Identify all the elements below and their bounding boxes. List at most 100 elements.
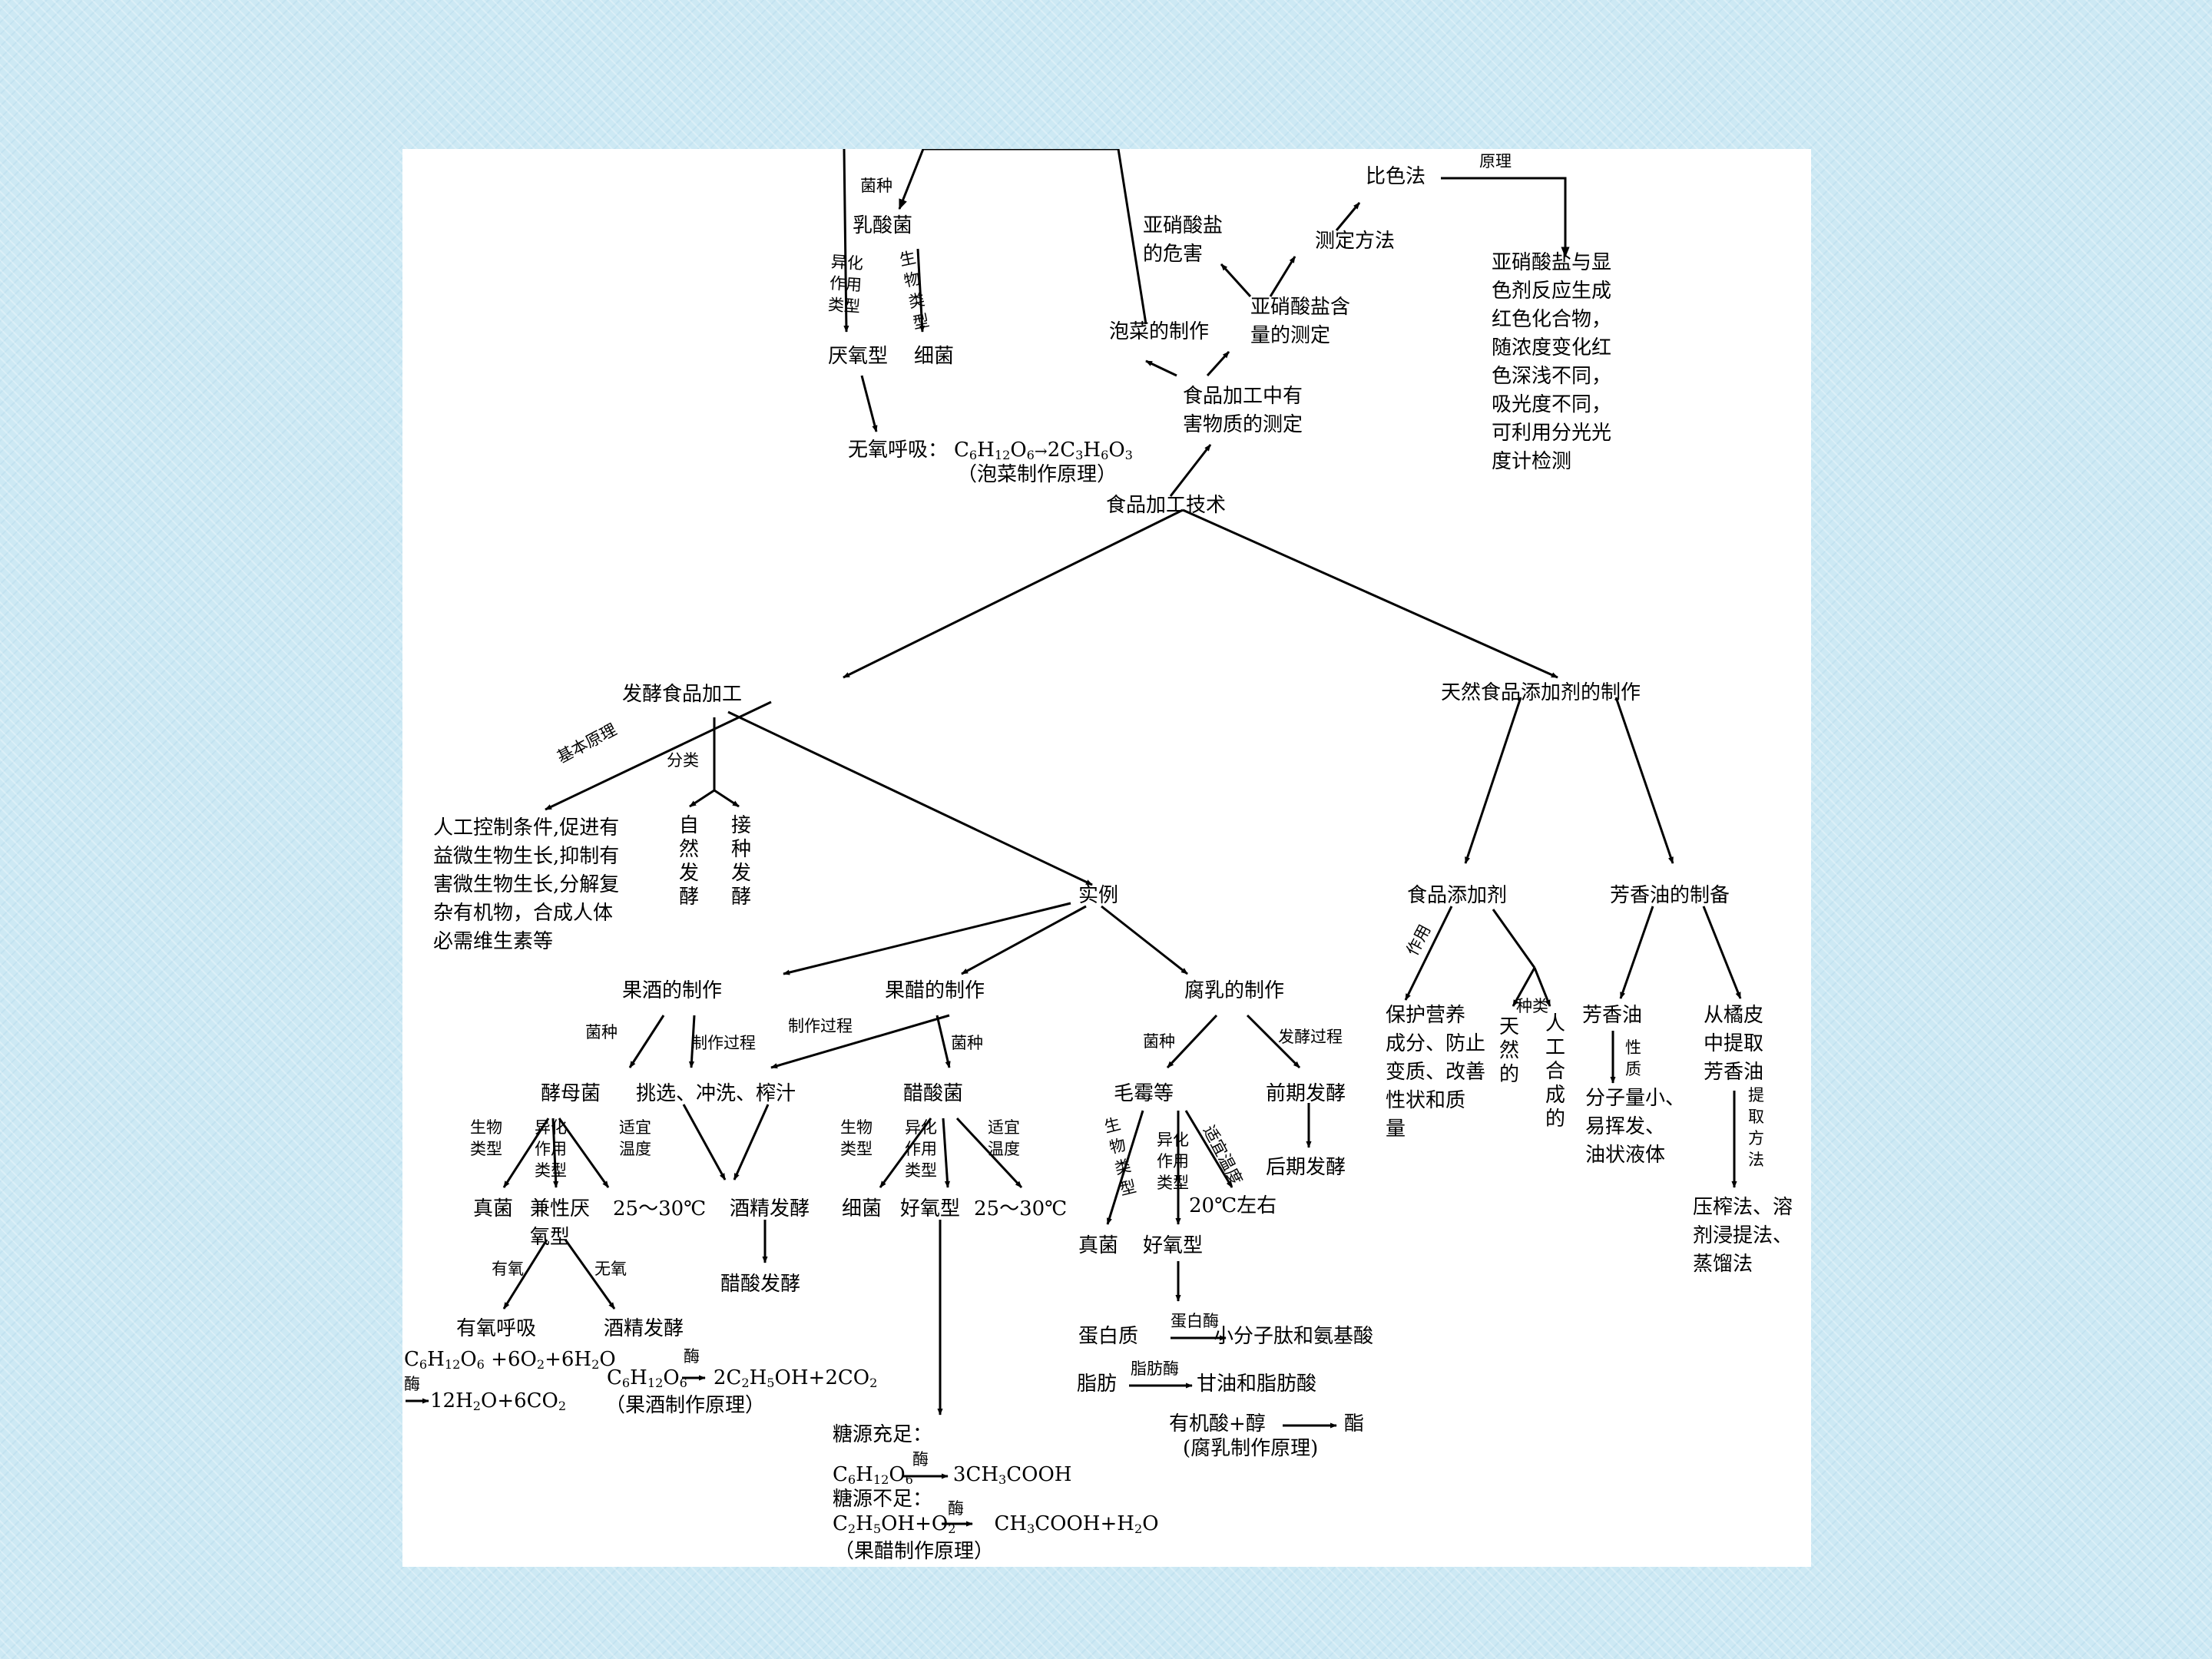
node-natural-ferment: 自 然 发 酵: [679, 814, 700, 909]
node-resp-label: 无氧呼吸：: [848, 439, 949, 462]
edge-label-kind: 种类: [1516, 997, 1548, 1015]
node-protease: 蛋白酶: [1171, 1312, 1219, 1330]
edge-label-prop: 性 质: [1625, 1038, 1641, 1078]
edge-principle: [1441, 177, 1570, 258]
edge-process-alcohol2: [733, 1104, 770, 1181]
node-nitrite-measure: 亚硝酸盐含 量的测定: [1250, 296, 1351, 347]
edge-nitrite-harm: [1220, 263, 1252, 298]
node-alcohol-ferm: 酒精发酵: [730, 1197, 810, 1220]
node-anaerobic: 厌氧型: [828, 345, 889, 368]
node-sufu-temp: 20℃左右: [1189, 1194, 1277, 1217]
node-sugar-short: 糖源不足：: [833, 1488, 933, 1511]
edge-kind-natural: [1512, 967, 1536, 1007]
edge-mucor-temp: [1184, 1110, 1233, 1188]
edge-wine-yeast: [628, 1015, 665, 1068]
edge-ferment-examples: [727, 710, 1093, 886]
node-protein: 蛋白质: [1078, 1325, 1139, 1348]
node-post-ferm: 后期发酵: [1266, 1156, 1346, 1179]
node-inoc-ferment: 接 种 发 酵: [731, 814, 752, 909]
edge-sufu-mucor: [1166, 1014, 1218, 1069]
node-acetobacter: 醋酸菌: [903, 1082, 964, 1105]
node-lipase: 脂肪酶: [1131, 1359, 1179, 1378]
node-ester: 酯: [1344, 1412, 1365, 1435]
node-wine: 果酒的制作: [622, 979, 723, 1002]
node-artificial-add: 人 工 合 成 的: [1545, 1012, 1566, 1131]
node-vinegar-note: （果醋制作原理）: [834, 1540, 995, 1563]
node-aerobic-resp: 有氧呼吸: [456, 1317, 537, 1340]
edge-ex-vinegar: [961, 905, 1087, 975]
node-strain-label: 菌种: [860, 177, 892, 195]
edge-aroma-oil: [1619, 906, 1654, 999]
edge-yeast-facult: [551, 1118, 559, 1188]
node-pre-ferm: 前期发酵: [1266, 1082, 1346, 1105]
edge-label-wine-process: 制作过程: [691, 1034, 756, 1052]
edge-label-wine-strain: 菌种: [585, 1023, 618, 1041]
edge-aroma-extract: [1702, 906, 1742, 999]
node-yeast: 酵母菌: [541, 1082, 601, 1105]
edge-process-alcohol: [682, 1104, 727, 1181]
edge-facult-anaer: [564, 1239, 616, 1310]
edge-title-nitrite: [1206, 350, 1230, 377]
node-wine-enzyme2: 酶: [684, 1347, 700, 1366]
node-resp-formula: C6H12O6→2C3H6O3: [954, 439, 1133, 463]
edge-yeast-temp: [558, 1118, 610, 1188]
node-resp-note: （泡菜制作原理）: [957, 463, 1118, 486]
node-peptide: 小分子肽和氨基酸: [1214, 1325, 1374, 1348]
edge-class-inoc: [714, 789, 740, 808]
edge-additive-food: [1464, 697, 1522, 864]
node-sugar-enough: 糖源充足：: [833, 1423, 933, 1446]
node-natural-add: 天 然 的: [1499, 1015, 1520, 1086]
edge-food-kind: [1492, 909, 1536, 969]
node-wine-f1b: 12H2O+6CO2: [430, 1389, 567, 1414]
node-vinegar: 果醋的制作: [885, 979, 985, 1002]
node-wine-enzyme1: 酶: [404, 1375, 420, 1393]
node-wine-fungus: 真菌: [473, 1197, 514, 1220]
edge-root-ferment: [843, 508, 1184, 679]
edge-pickle-to-strain: [898, 149, 1147, 325]
edge-ferment-basic: [545, 700, 772, 811]
edge-yeast-fungus: [502, 1118, 550, 1188]
node-wine-process: 挑选、冲洗、榨汁: [636, 1082, 796, 1105]
edge-acet-temp: [955, 1117, 1023, 1189]
node-acid-alc: 有机酸+醇: [1169, 1412, 1266, 1435]
node-effect-text: 保护营养 成分、防止 变质、改善 性状和质 量: [1386, 1004, 1486, 1141]
node-nitrite-harm: 亚硝酸盐 的危害: [1143, 214, 1224, 266]
edge-wine-process: [688, 1015, 696, 1068]
edge-label-method: 提 取 方 法: [1748, 1086, 1764, 1169]
edge-label-principle: 原理: [1479, 152, 1512, 171]
node-wine-temp: 25～30℃: [613, 1197, 707, 1220]
edge-label-vinegar-process: 制作过程: [788, 1017, 853, 1035]
edge-ex-wine: [783, 902, 1071, 975]
node-lactic: 乳酸菌: [853, 214, 913, 237]
node-bacteria-lactic: 细菌: [914, 345, 955, 368]
node-method: 测定方法: [1315, 230, 1396, 253]
node-aroma: 芳香油的制备: [1610, 884, 1730, 907]
edge-label-wine-catab: 异化 作用 类型: [535, 1118, 567, 1180]
node-harmful-title: 食品加工中有 害物质的测定: [1183, 385, 1303, 436]
node-mucor: 毛霉等: [1114, 1082, 1174, 1105]
node-wine-note: （果酒制作原理）: [605, 1394, 766, 1417]
edge-label-vinegar-temp: 适宜 温度: [988, 1118, 1020, 1158]
node-prop-text: 分子量小、 易挥发、 油状液体: [1585, 1087, 1686, 1167]
node-aroma-oil: 芳香油: [1582, 1004, 1643, 1027]
edge-label-catab: 异化 作用 类型: [827, 252, 864, 316]
edge-acet-aerobic: [942, 1118, 951, 1188]
edge-facult-aerobic: [502, 1239, 548, 1310]
node-sufu-aerobic: 好氧型: [1143, 1234, 1204, 1257]
node-fat: 脂肪: [1077, 1373, 1118, 1396]
edge-root-additive: [1182, 508, 1558, 679]
edge-label-oxy: 有氧: [492, 1260, 524, 1278]
node-additive: 天然食品添加剂的制作: [1441, 681, 1641, 704]
edge-label-wine-biotype: 生物 类型: [470, 1118, 502, 1158]
edge-ex-sufu: [1101, 905, 1188, 975]
edge-food-effect: [1404, 906, 1453, 1001]
edge-lactic-biotype: [916, 248, 926, 333]
edge-label-sufu-process: 发酵过程: [1278, 1028, 1343, 1046]
edge-kind-artificial: [1533, 967, 1551, 1007]
edge-label-sufu-strain: 菌种: [1143, 1032, 1175, 1051]
node-vinegar-enzyme1: 酶: [912, 1450, 929, 1469]
edge-root-title: [1169, 444, 1212, 497]
